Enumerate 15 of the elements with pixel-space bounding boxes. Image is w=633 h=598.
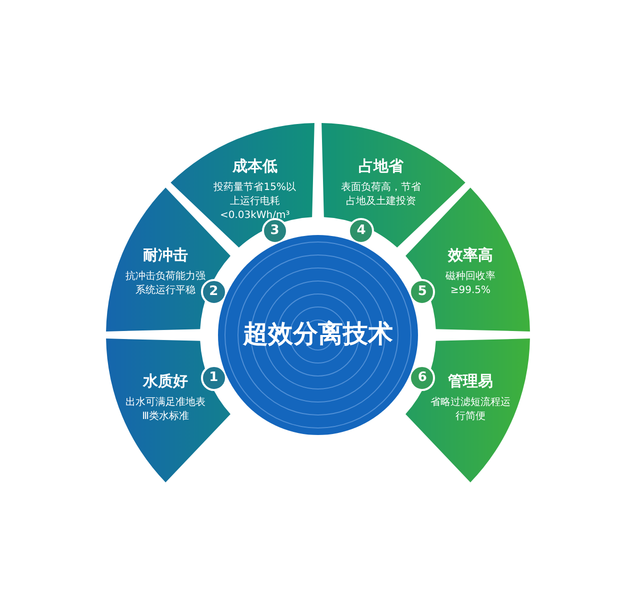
ring-segment — [322, 123, 466, 248]
feature-heading: 水质好 — [143, 372, 188, 392]
center-title: 超效分离技术 — [242, 318, 394, 350]
feature-description: 出水可满足准地表Ⅲ类水标准 — [124, 396, 207, 424]
ring-segment — [106, 338, 230, 482]
feature-description: 省略过滤短流程运行简便 — [429, 396, 512, 424]
ring-segment — [170, 123, 314, 248]
feature-description: 磁种回收率≥99.5% — [444, 270, 496, 298]
feature-heading: 耐冲击 — [143, 246, 188, 265]
feature-heading: 占地省 — [358, 156, 404, 176]
feature-description: 表面负荷高，节省占地及土建投资 — [340, 180, 422, 209]
feature-heading: 管理易 — [448, 372, 493, 392]
feature-heading: 效率高 — [448, 246, 493, 265]
feature-heading: 成本低 — [232, 156, 278, 176]
ring-segment — [406, 338, 530, 482]
